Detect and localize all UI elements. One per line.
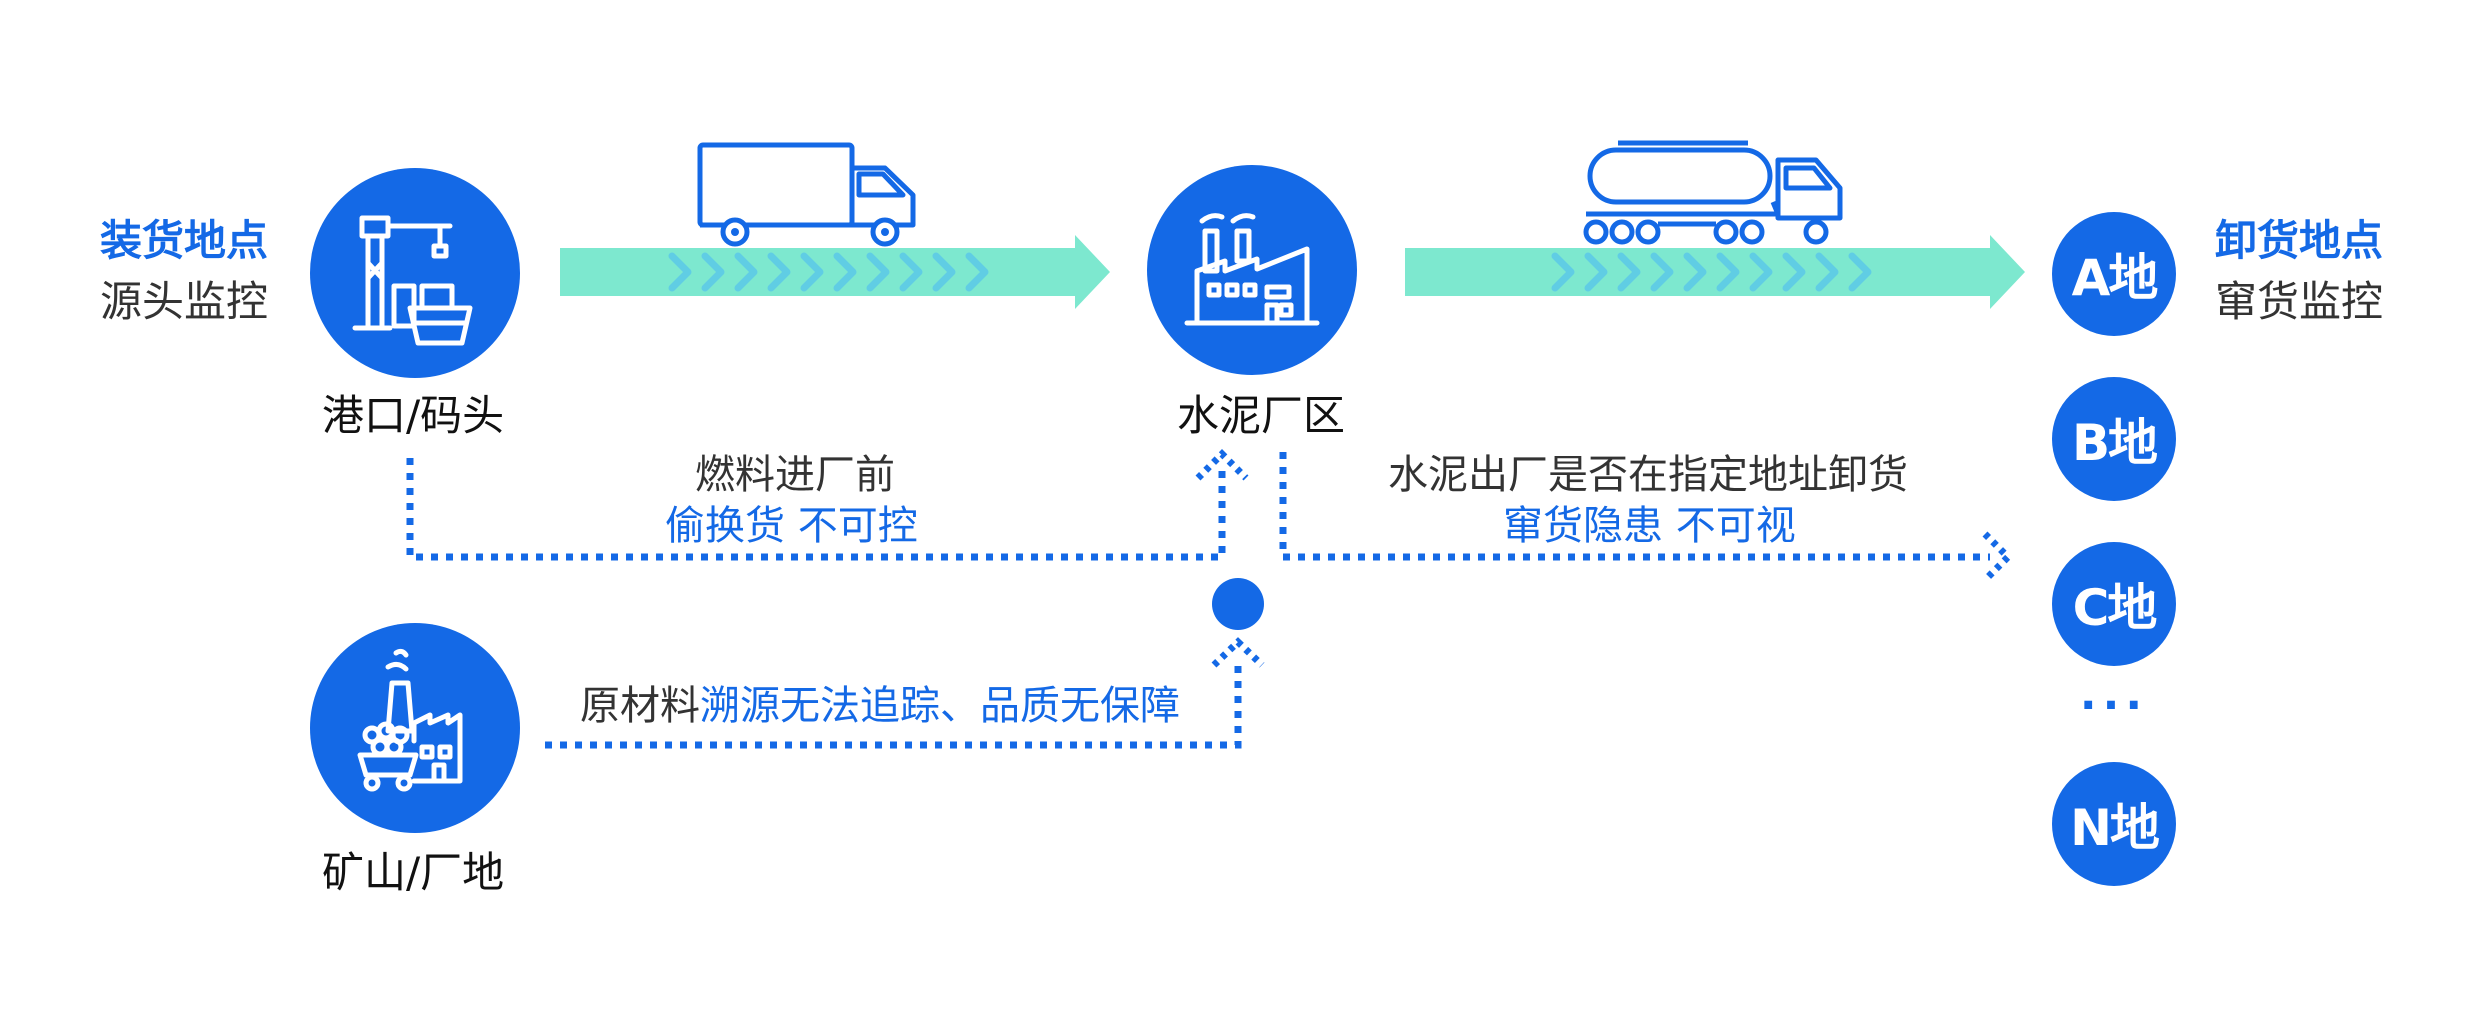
dotted-port-to-plant: [406, 458, 1226, 561]
destination-c: C地: [2052, 542, 2176, 666]
mine-factory-icon: [357, 648, 463, 792]
unloading-point-title: 卸货地点: [2215, 216, 2384, 265]
port-label: 港口/码头: [322, 391, 505, 440]
destination-ellipsis: ···: [2079, 680, 2149, 731]
destination-b: B地: [2052, 377, 2176, 501]
up-arrowhead-junction: [1211, 637, 1265, 668]
raw-material-note: 原材料溯源无法追踪、品质无保障: [580, 686, 1180, 726]
factory-icon: [1184, 213, 1320, 326]
destination-n: N地: [2052, 762, 2176, 886]
tanker-truck-icon: [1583, 140, 1843, 245]
mine-label: 矿山/厂地: [322, 848, 505, 897]
up-arrowhead-plant: [1195, 449, 1249, 481]
arrow-port-to-plant: [560, 235, 1110, 309]
arrow-plant-to-destination: [1405, 235, 2025, 309]
raw-material-note-issue: 溯源无法追踪、品质无保障: [700, 683, 1180, 729]
loading-point-subtitle: 源头监控: [100, 277, 269, 326]
cement-note-line1: 水泥出厂是否在指定地址卸货: [1388, 452, 1908, 498]
unloading-point-subtitle: 窜货监控: [2215, 277, 2384, 326]
box-truck-icon: [697, 142, 916, 247]
raw-material-note-prefix: 原材料: [580, 683, 700, 729]
dotted-arrowheads: [1195, 449, 2013, 668]
loading-point-title: 装货地点: [100, 216, 269, 265]
dotted-connectors: [406, 452, 1990, 749]
junction-dot: [1212, 578, 1264, 630]
fuel-note-line2: 偷换货 不可控: [665, 503, 918, 549]
cement-plant-label: 水泥厂区: [1177, 391, 1346, 440]
destination-a: A地: [2052, 212, 2176, 336]
dotted-plant-to-destinations: [1279, 452, 1990, 561]
cement-note-line2: 窜货隐患 不可视: [1503, 503, 1796, 549]
port-circle: [310, 168, 520, 378]
cement-plant-circle: [1147, 165, 1357, 375]
fuel-note-line1: 燃料进厂前: [695, 452, 895, 498]
mine-circle: [310, 623, 520, 833]
crane-ship-icon: [352, 215, 473, 346]
dotted-mine-to-junction: [545, 665, 1242, 749]
